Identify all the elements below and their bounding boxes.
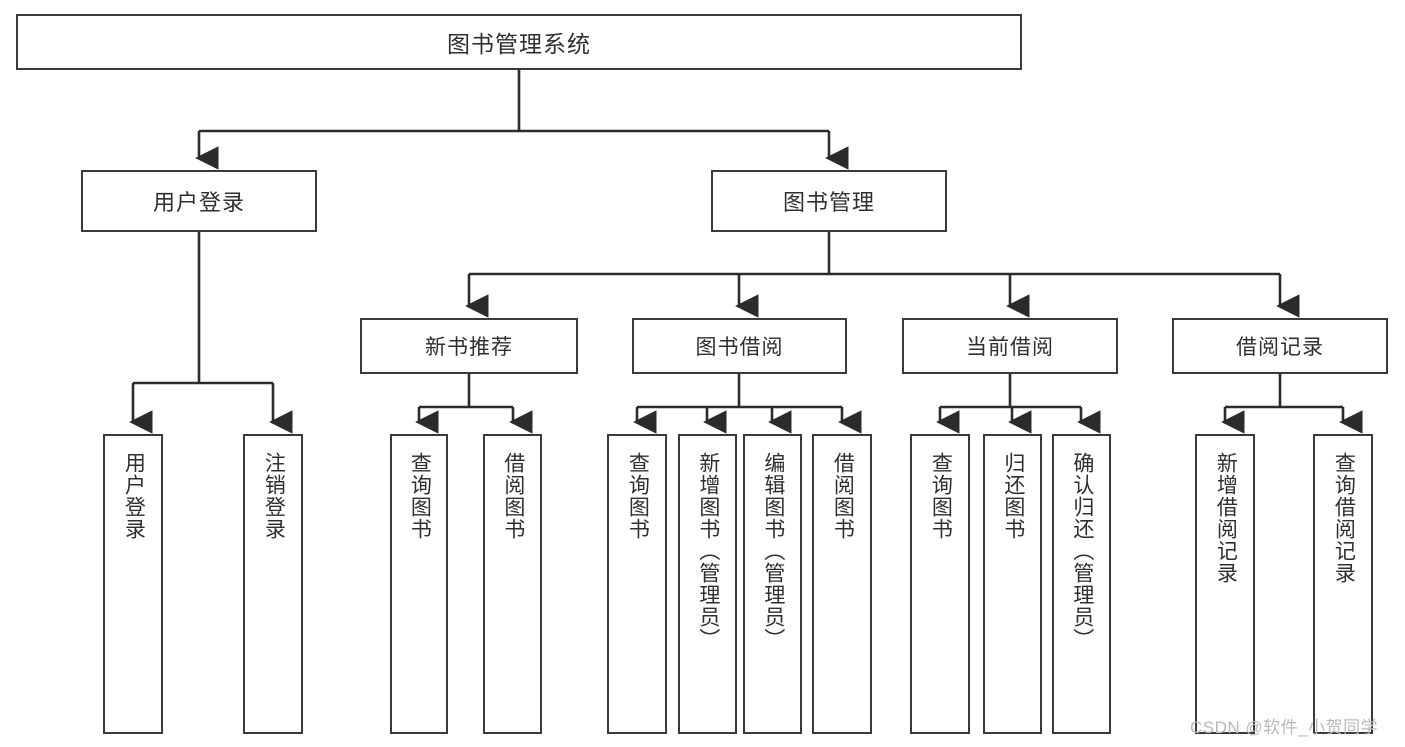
node-cb-return-book[interactable]: 归还图书 <box>983 434 1042 734</box>
node-label: 图书管理 <box>782 190 875 215</box>
node-label: 借阅图书 <box>831 452 855 540</box>
node-label: 查询借阅记录 <box>1332 452 1356 584</box>
node-new-book-recommend[interactable]: 新书推荐 <box>360 318 578 374</box>
node-current-borrow[interactable]: 当前借阅 <box>902 318 1118 374</box>
node-br-add-record[interactable]: 新增借阅记录 <box>1195 434 1255 734</box>
node-bb-add-book[interactable]: 新增图书（管理员） <box>678 434 737 734</box>
node-label: 查询图书 <box>626 452 650 540</box>
node-label: 用户登录 <box>152 190 245 215</box>
watermark-text: CSDN @软件_小贺同学 <box>1190 718 1379 737</box>
node-label: 用户登录 <box>122 452 146 540</box>
node-borrow-record[interactable]: 借阅记录 <box>1172 318 1388 374</box>
node-cb-query-book[interactable]: 查询图书 <box>910 434 970 734</box>
node-label: 归还图书 <box>1001 452 1025 540</box>
node-book-manage[interactable]: 图书管理 <box>711 170 947 232</box>
node-label: 注销登录 <box>262 452 286 540</box>
node-label: 新增借阅记录 <box>1214 452 1238 584</box>
node-bb-edit-book[interactable]: 编辑图书（管理员） <box>743 434 802 734</box>
node-user-logout[interactable]: 注销登录 <box>243 434 303 734</box>
node-label: 借阅记录 <box>1236 336 1324 359</box>
node-root-system[interactable]: 图书管理系统 <box>16 14 1022 70</box>
node-label: 编辑图书（管理员） <box>761 452 785 650</box>
node-user-login[interactable]: 用户登录 <box>81 170 317 232</box>
node-label: 图书管理系统 <box>447 31 591 57</box>
node-user-login-do[interactable]: 用户登录 <box>103 434 163 734</box>
node-label: 确认归还（管理员） <box>1070 452 1094 650</box>
node-bb-borrow-book[interactable]: 借阅图书 <box>812 434 872 734</box>
node-label: 当前借阅 <box>966 336 1054 359</box>
node-label: 新增图书（管理员） <box>696 452 720 650</box>
node-nbr-borrow-book[interactable]: 借阅图书 <box>483 434 542 734</box>
node-label: 借阅图书 <box>501 452 525 540</box>
node-label: 图书借阅 <box>695 336 784 359</box>
node-cb-confirm-return[interactable]: 确认归还（管理员） <box>1052 434 1111 734</box>
node-label: 查询图书 <box>929 452 953 540</box>
node-nbr-query-book[interactable]: 查询图书 <box>390 434 448 734</box>
node-br-query-record[interactable]: 查询借阅记录 <box>1313 434 1373 734</box>
node-bb-query-book[interactable]: 查询图书 <box>607 434 667 734</box>
node-book-borrow[interactable]: 图书借阅 <box>632 318 847 374</box>
node-label: 新书推荐 <box>425 336 513 359</box>
node-label: 查询图书 <box>408 452 432 540</box>
